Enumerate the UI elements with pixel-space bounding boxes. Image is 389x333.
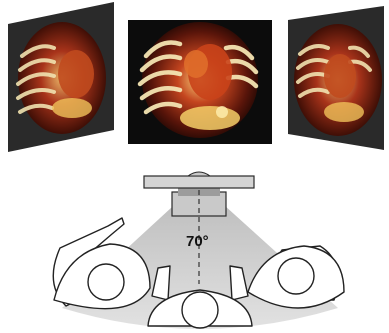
left-viewer xyxy=(53,218,150,309)
left-view-panel xyxy=(8,2,114,152)
right-view-panel xyxy=(288,6,384,150)
right-viewer-head xyxy=(278,258,314,294)
angle-label: 70° xyxy=(186,233,209,250)
left-viewer-head xyxy=(88,264,124,300)
monitor-camera xyxy=(188,172,210,176)
right-volume-render xyxy=(294,24,382,136)
center-view-panel xyxy=(128,20,272,144)
center-viewer-head xyxy=(182,292,218,328)
monitor-screen xyxy=(144,176,254,188)
left-volume-render xyxy=(18,22,106,134)
